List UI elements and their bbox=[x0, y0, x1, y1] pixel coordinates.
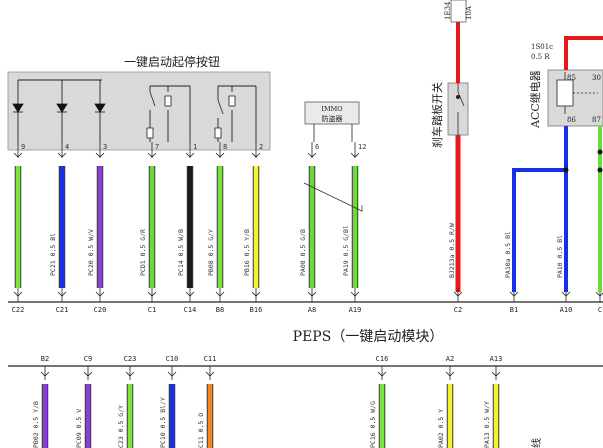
connector-label: C16 bbox=[376, 355, 389, 363]
pin-number: 2 bbox=[259, 143, 263, 151]
connector-label: A2 bbox=[446, 355, 454, 363]
module-pin-label: A19 bbox=[349, 306, 362, 314]
module-pin-label: B8 bbox=[216, 306, 224, 314]
module-pin-label: C1 bbox=[148, 306, 156, 314]
immo-label: IMMO bbox=[321, 105, 342, 113]
acc-wire-code: 1S01c bbox=[531, 43, 553, 51]
fuse-box bbox=[450, 0, 467, 23]
fuse-amp-label: 10A bbox=[465, 5, 473, 20]
start-stop-button-box bbox=[7, 71, 271, 151]
connector-label: B2 bbox=[41, 355, 49, 363]
immo-box bbox=[304, 101, 360, 125]
switch-and-resistor-symbols bbox=[146, 91, 236, 139]
relay-blue-wire-a bbox=[512, 126, 568, 292]
connector-label: C23 bbox=[124, 355, 137, 363]
wire-label: PCD1 0.5 G/R bbox=[139, 229, 147, 276]
wire-label: PC10 0.5 Bl/Y bbox=[159, 397, 167, 448]
wire-label: PC20 0.5 W/V bbox=[87, 229, 95, 276]
module-pin-label: A10 bbox=[560, 306, 573, 314]
acc-supply-wire bbox=[564, 36, 603, 70]
module-pin-label: B16 bbox=[250, 306, 263, 314]
relay-pin-87: 87 bbox=[592, 116, 601, 124]
connector-label: C10 bbox=[166, 355, 179, 363]
connector-label: A13 bbox=[490, 355, 503, 363]
pin-number: 8 bbox=[223, 143, 227, 151]
wire-label: PB08 0.5 G/Y bbox=[207, 229, 215, 276]
acc-relay bbox=[547, 69, 603, 127]
relay-pin-30: 30 bbox=[592, 74, 601, 82]
pin-number: 1 bbox=[193, 143, 197, 151]
wire-label: PC16 0.5 W/G bbox=[369, 401, 377, 448]
pin-number: 7 bbox=[155, 143, 159, 151]
wire-label: C23 0.5 G/Y bbox=[117, 405, 125, 448]
connector-label: C11 bbox=[204, 355, 217, 363]
pin-number: 3 bbox=[103, 143, 107, 151]
relay-pin-85: 85 bbox=[567, 74, 576, 82]
bottom-right-text: 线 bbox=[530, 438, 543, 448]
acc-wire-spec: 0.5 R bbox=[531, 53, 550, 61]
module-title: PEPS（一键启动模块） bbox=[293, 329, 444, 345]
connector-mark bbox=[595, 291, 603, 297]
wire-label: PA02 0.5 Y bbox=[437, 409, 445, 448]
module-pin-label: C2 bbox=[454, 306, 462, 314]
pin-number: 9 bbox=[21, 143, 25, 151]
harness-twist-mark bbox=[303, 182, 363, 212]
wire-label: PA10a 0.5 Bl bbox=[504, 231, 512, 278]
connector-label: C9 bbox=[84, 355, 92, 363]
wire-label: PA13 0.5 W/Y bbox=[483, 401, 491, 448]
wire-label: PB16 0.5 Y/B bbox=[243, 229, 251, 276]
led-symbols bbox=[12, 95, 106, 118]
brake-switch-label: 刹车踏板开关 bbox=[430, 82, 444, 148]
top-wire: BJ213a 0.5 R/W C2 bbox=[448, 135, 463, 314]
module-pin-label: C21 bbox=[56, 306, 69, 314]
wire-label: PA19 0.5 G/Bl bbox=[342, 225, 350, 276]
module-pin-label: B1 bbox=[510, 306, 518, 314]
wire-label: PA08 0.5 G/B bbox=[299, 229, 307, 276]
pin-number: 4 bbox=[65, 143, 69, 151]
wire-label: C11 0.5 O bbox=[197, 413, 205, 448]
wire-label: BJ213a 0.5 R/W bbox=[448, 223, 456, 278]
wire-label: PC14 0.5 W/B bbox=[177, 229, 185, 276]
wire-label: PB02 0.5 Y/B bbox=[32, 401, 40, 448]
button-box-title: 一键启动起停按钮 bbox=[124, 54, 220, 69]
module-pin-label: C22 bbox=[12, 306, 25, 314]
acc-relay-label: ACC继电器 bbox=[529, 70, 542, 129]
wire-label: PC09 0.5 V bbox=[75, 409, 83, 448]
relay-pin-86: 86 bbox=[567, 116, 576, 124]
wire-label: PA10 0.5 Bl bbox=[556, 235, 564, 278]
module-pin-label: C bbox=[598, 306, 602, 314]
module-pin-label: C20 bbox=[94, 306, 107, 314]
pin-number: 6 bbox=[315, 143, 319, 151]
pin-number: 12 bbox=[358, 143, 366, 151]
wire-label: PC21 0.5 Bl bbox=[49, 233, 57, 276]
fuse-label: 1E34 bbox=[444, 1, 452, 20]
module-pin-label: A8 bbox=[308, 306, 316, 314]
immo-cn-label: 防盗器 bbox=[322, 114, 343, 123]
module-pin-label: C14 bbox=[184, 306, 197, 314]
